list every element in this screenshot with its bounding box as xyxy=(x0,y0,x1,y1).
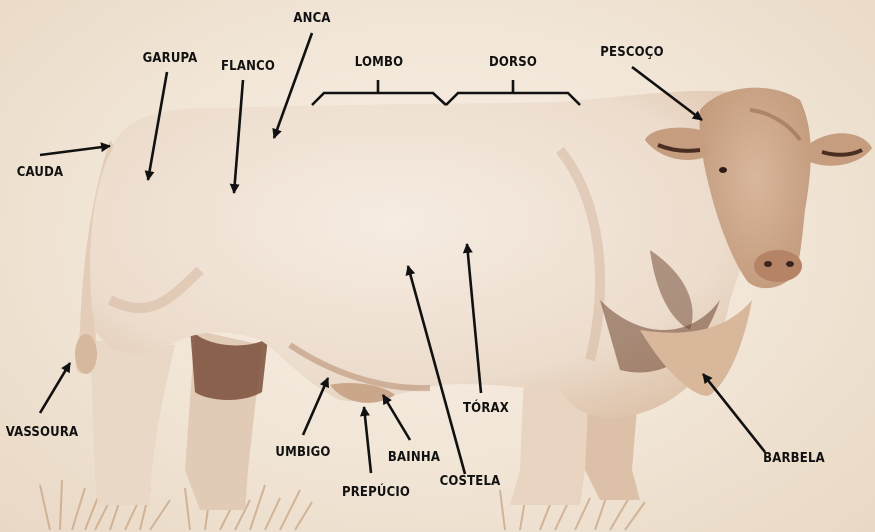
label-anca: ANCA xyxy=(293,12,330,25)
label-barbela: BARBELA xyxy=(763,452,825,465)
label-flanco: FLANCO xyxy=(221,60,275,73)
label-bainha: BAINHA xyxy=(388,451,440,464)
label-pescoco: PESCOÇO xyxy=(600,46,663,59)
label-vassoura: VASSOURA xyxy=(6,426,79,439)
label-torax: TÓRAX xyxy=(463,402,509,415)
arrow-bainha xyxy=(383,395,410,440)
arrow-umbigo xyxy=(303,378,328,435)
label-prepucio: PREPÚCIO xyxy=(342,486,410,499)
label-lombo: LOMBO xyxy=(355,56,403,69)
label-dorso: DORSO xyxy=(489,56,537,69)
bracket-lombo xyxy=(312,80,446,105)
bracket-dorso xyxy=(446,80,580,105)
arrow-barbela xyxy=(703,374,765,452)
arrow-prepucio xyxy=(364,407,371,473)
label-costela: COSTELA xyxy=(440,475,501,488)
label-garupa: GARUPA xyxy=(143,52,198,65)
region-brackets xyxy=(312,80,580,105)
arrow-cauda xyxy=(40,146,110,155)
arrow-vassoura xyxy=(40,363,70,413)
label-umbigo: UMBIGO xyxy=(275,446,330,459)
label-cauda: CAUDA xyxy=(17,166,64,179)
